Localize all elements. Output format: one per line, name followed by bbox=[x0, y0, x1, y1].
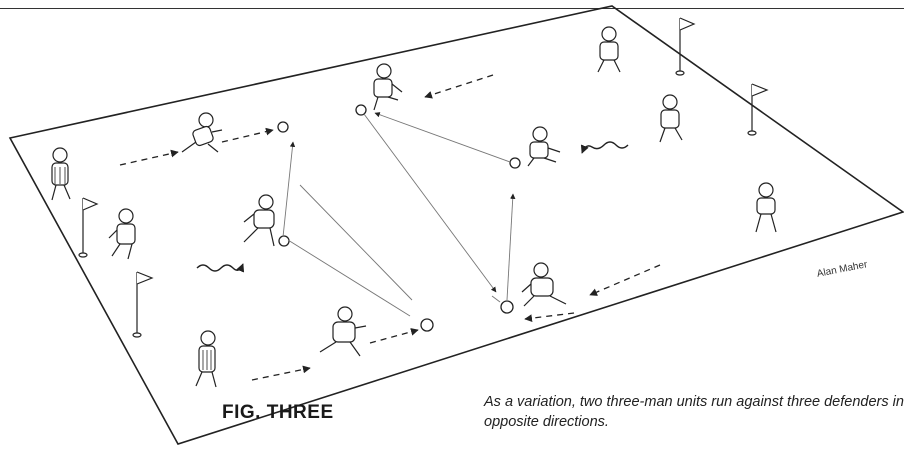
figure-title: FIG. THREE bbox=[222, 402, 334, 423]
corner-flag-icon bbox=[675, 17, 696, 76]
player-figure-icon bbox=[108, 208, 136, 260]
dribble-paths bbox=[196, 141, 629, 273]
player-figure-icon bbox=[243, 194, 275, 247]
top-rule bbox=[0, 8, 904, 9]
player-figure-icon bbox=[195, 330, 217, 388]
player-figure-icon bbox=[373, 63, 403, 111]
run-paths bbox=[119, 74, 661, 381]
figure-caption: As a variation, two three-man units run … bbox=[484, 394, 904, 430]
player-figure-icon bbox=[755, 182, 777, 233]
corner-flag-icon bbox=[78, 197, 99, 258]
player-figure-icon bbox=[521, 262, 567, 307]
player-figure-icon bbox=[51, 147, 71, 201]
ball-icon bbox=[277, 104, 521, 332]
corner-flag-icon bbox=[132, 271, 154, 338]
player-figure-icon bbox=[597, 26, 621, 73]
pass-lines bbox=[282, 112, 516, 317]
field-outline bbox=[8, 5, 904, 445]
player-figure-icon bbox=[659, 94, 683, 143]
corner-flag-icon bbox=[747, 83, 769, 136]
player-figure-icon bbox=[319, 306, 367, 357]
player-figure-icon bbox=[527, 126, 561, 167]
player-figure-icon bbox=[181, 112, 223, 153]
